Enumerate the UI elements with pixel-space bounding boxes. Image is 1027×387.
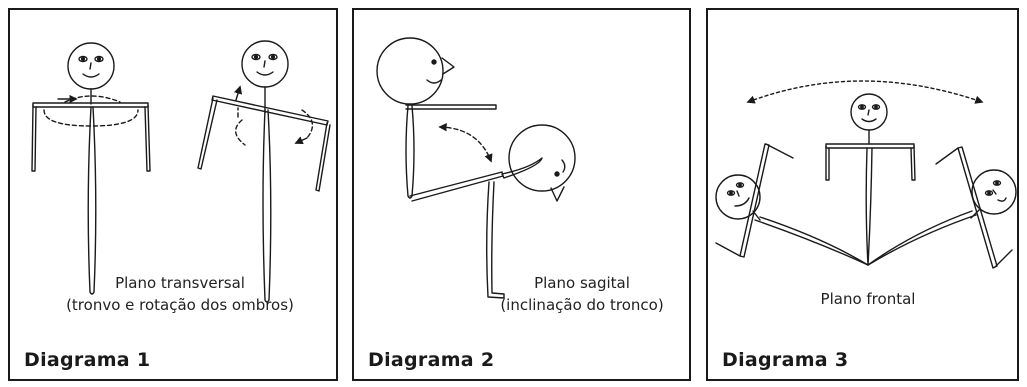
caption-line-2: (tronvo e rotação dos ombros)	[66, 296, 294, 314]
diagram-2-caption: Plano sagital (inclinação do tronco)	[472, 272, 692, 316]
diagram-3-panel: Plano frontal Diagrama 3	[706, 8, 1019, 381]
sagittal-plane-figure	[376, 37, 576, 299]
diagram-1-caption: Plano transversal (tronvo e rotação dos …	[40, 272, 320, 316]
diagram-2-label: Diagrama 2	[368, 349, 495, 371]
diagram-1-label: Diagrama 1	[24, 349, 151, 371]
transverse-plane-figures	[31, 40, 331, 303]
diagram-3-label: Diagrama 3	[722, 349, 849, 371]
frontal-plane-figures	[715, 80, 1017, 269]
caption-line-2: (inclinação do tronco)	[500, 296, 664, 314]
diagram-3-caption: Plano frontal	[748, 288, 988, 310]
diagram-2-panel: Plano sagital (inclinação do tronco) Dia…	[352, 8, 691, 381]
figure-shoulders-rotated	[197, 40, 331, 303]
caption-line-1: Plano frontal	[820, 290, 916, 308]
figure-arms-level	[31, 42, 151, 295]
caption-line-1: Plano transversal	[115, 274, 245, 292]
caption-line-1: Plano sagital	[534, 274, 630, 292]
diagram-1-panel: Plano transversal (tronvo e rotação dos …	[8, 8, 338, 381]
